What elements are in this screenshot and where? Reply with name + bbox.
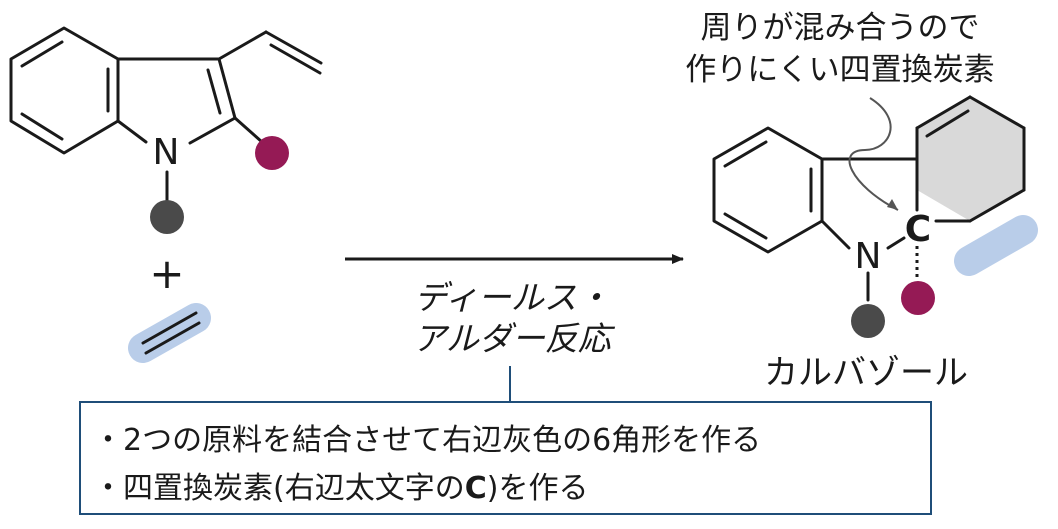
indole-bond <box>188 116 237 145</box>
summary-item-1: ・2つの原料を結合させて右辺灰色の6角形を作る <box>93 423 762 458</box>
gray-substituent-dot <box>150 200 184 234</box>
vinyl-bond <box>217 30 268 61</box>
quaternary-carbon-label: C <box>905 209 931 250</box>
annotation-line1: 周りが混み合うので <box>701 10 980 46</box>
vinyl-double-bond-inner <box>269 43 322 75</box>
new-six-membered-ring-fill <box>917 97 1024 221</box>
product-double-bond-inner <box>925 109 970 138</box>
indole-aromatic-bond <box>20 112 64 141</box>
summary-item-2-bold-c: C <box>464 471 487 506</box>
product-bond <box>915 95 972 130</box>
indole-double-bond-inner <box>206 68 222 115</box>
product-magenta-dot <box>901 281 935 315</box>
product-bond <box>968 95 1026 130</box>
summary-item-2: ・四置換炭素(右辺太文字のC)を作る <box>93 463 588 507</box>
dienophile-ethylene <box>141 311 201 355</box>
product-nitrogen-label: N <box>855 236 882 277</box>
reactant-indole <box>9 26 323 202</box>
product-name: カルバゾール <box>764 353 968 393</box>
product-bond <box>886 236 906 250</box>
product-highlight <box>954 215 1038 276</box>
product-bond <box>820 219 851 250</box>
reaction-name-line1: ディールス・ <box>414 278 610 317</box>
product-aromatic-bond <box>723 140 768 168</box>
vinyl-double-bond <box>264 30 323 65</box>
indole-bond <box>217 57 237 120</box>
indole-aromatic-bond <box>20 40 64 68</box>
indole-benzene-ring <box>9 26 120 155</box>
product-gray-dot <box>851 304 885 338</box>
c2-substituent-bond <box>233 116 264 144</box>
product-aromatic-bond <box>723 212 768 240</box>
product-carbazole <box>712 95 1026 302</box>
reaction-name-line2: アルダー反応 <box>413 319 616 358</box>
annotation-pointer-curve <box>848 97 899 211</box>
magenta-substituent-dot <box>255 136 289 170</box>
dienophile-highlight <box>128 303 211 363</box>
summary-item-2-prefix: ・四置換炭素(右辺太文字の <box>93 471 465 506</box>
annotation-line2: 作りにくい四置換炭素 <box>685 52 994 88</box>
summary-box: ・2つの原料を結合させて右辺灰色の6角形を作る ・四置換炭素(右辺太文字のC)を… <box>79 401 932 515</box>
reactant-nitrogen-label: N <box>153 132 180 173</box>
summary-item-2-suffix: )を作る <box>486 471 589 506</box>
product-benzene-ring <box>712 126 824 254</box>
product-bond <box>968 188 1026 223</box>
annotation-pointer-arrowhead <box>887 199 898 210</box>
indole-bond <box>116 119 148 144</box>
plus-sign: + <box>149 249 184 298</box>
